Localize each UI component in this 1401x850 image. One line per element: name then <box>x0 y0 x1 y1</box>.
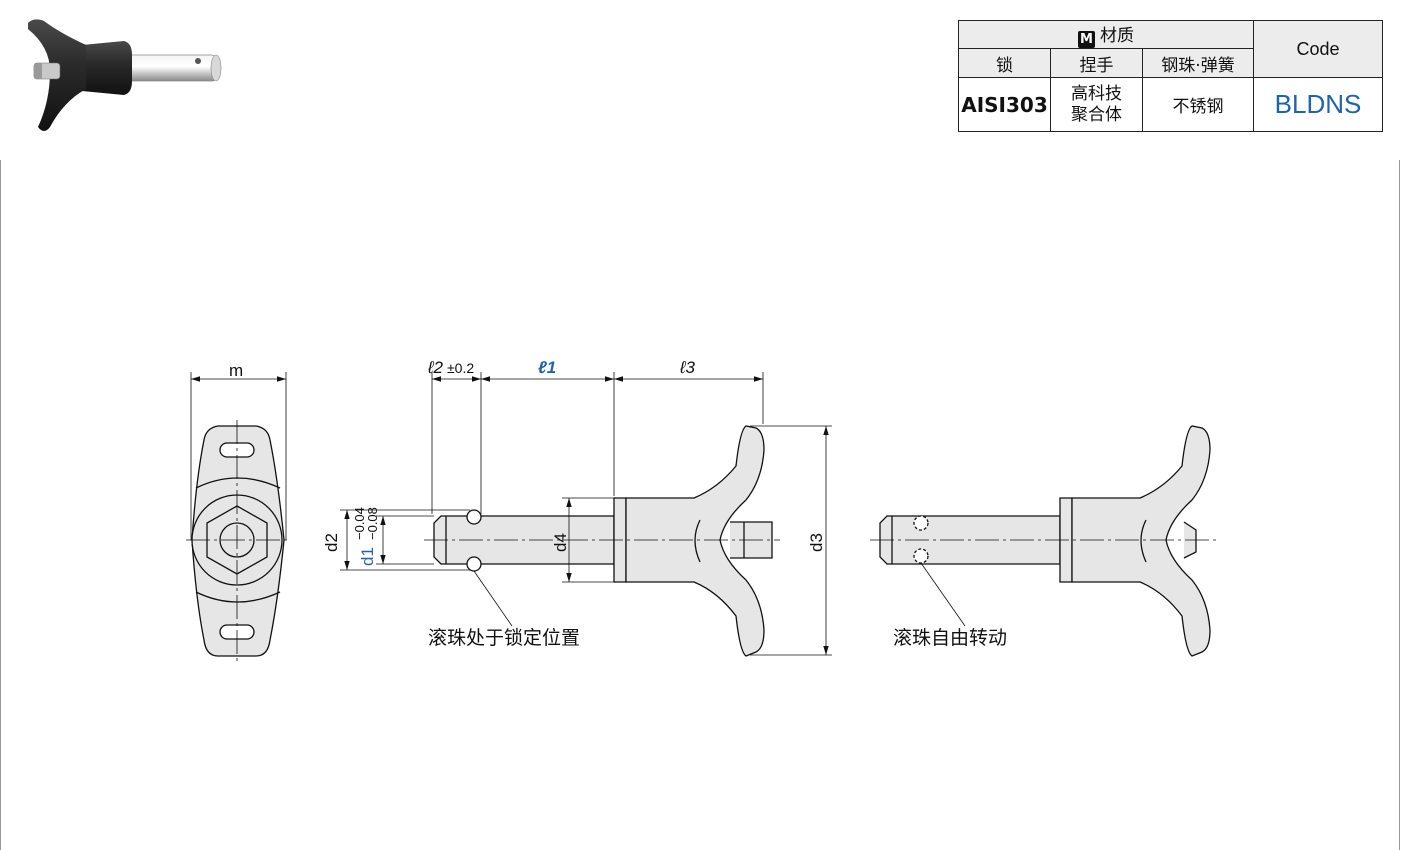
dim-label-d2: d2 <box>322 533 341 552</box>
material-data-row: AISI303 高科技 聚合体 不锈钢 BLDNS <box>958 77 1383 132</box>
handle-material-line1: 高科技 <box>1071 83 1122 104</box>
dim-label-d1-tol-lower: −0.08 <box>365 507 380 540</box>
material-badge-icon: M <box>1078 31 1095 48</box>
side-view-dimensions <box>340 372 832 656</box>
handle-material-line2: 聚合体 <box>1071 104 1122 125</box>
cell-lock: AISI303 <box>958 77 1051 132</box>
material-columns-row: 锁 捏手 钢珠·弹簧 <box>958 48 1383 78</box>
code-header-label: Code <box>1296 38 1340 59</box>
dim-label-d1-tol-upper: −0.04 <box>352 507 367 540</box>
frame-right-border <box>1399 160 1400 850</box>
material-table: M 材质 Code 锁 捏手 钢珠·弹簧 AISI303 高科技 聚合体 不锈钢 … <box>958 20 1383 132</box>
column-header-lock: 锁 <box>958 48 1051 78</box>
dim-label-l3: ℓ3 <box>679 358 695 377</box>
dim-label-l1: ℓ1 <box>538 358 556 377</box>
lock-material: AISI303 <box>961 92 1048 117</box>
column-header-ball-spring: 钢珠·弹簧 <box>1142 48 1254 78</box>
cell-code: BLDNS <box>1253 77 1383 132</box>
product-photo <box>28 19 222 131</box>
ball-spring-material: 不锈钢 <box>1172 97 1224 117</box>
dim-label-m: m <box>229 361 243 380</box>
material-header-cell: M 材质 <box>958 20 1254 49</box>
dim-label-d3: d3 <box>807 533 826 552</box>
frame-left-border <box>0 160 1 850</box>
front-view <box>186 372 290 662</box>
material-header-label: 材质 <box>1100 26 1134 46</box>
dim-label-d4: d4 <box>551 533 570 552</box>
side-view-locked <box>424 425 780 657</box>
side-view-free <box>870 425 1218 657</box>
note-ball-locked: 滚珠处于锁定位置 <box>428 627 580 649</box>
cell-ball-spring: 不锈钢 <box>1142 77 1254 132</box>
dim-label-d1: d1 <box>358 547 377 566</box>
dim-label-l2: ℓ2 <box>427 358 443 377</box>
code-header-cell: Code <box>1253 20 1383 78</box>
dim-label-l2-tolerance: ±0.2 <box>447 360 474 376</box>
material-header-row: M 材质 Code <box>958 20 1383 78</box>
product-code: BLDNS <box>1274 89 1362 119</box>
note-ball-free: 滚珠自由转动 <box>893 627 1007 649</box>
cell-handle: 高科技 聚合体 <box>1050 77 1143 132</box>
